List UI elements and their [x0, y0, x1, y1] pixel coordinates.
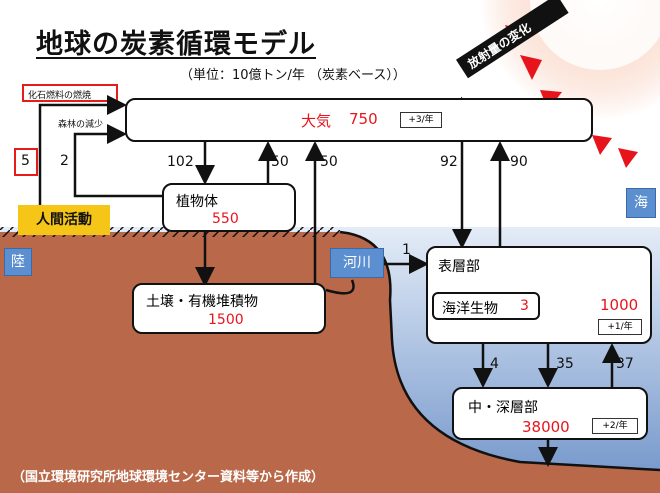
flow-deforest: 2 [60, 153, 69, 169]
source-note: （国立環境研究所地球環境センター資料等から作成） [12, 470, 325, 485]
marine-life-value: 3 [520, 298, 529, 314]
sea-tag: 海 [626, 188, 656, 218]
page-title: 地球の炭素循環モデル [36, 29, 316, 60]
deforest-flow-line [73, 124, 162, 198]
atmosphere-value: 750 [349, 110, 378, 128]
surface-ocean-value: 1000 [600, 296, 639, 314]
surface-ocean-delta: +1/年 [598, 319, 642, 335]
marine-life-box: 海洋生物 3 [432, 292, 540, 320]
marine-life-label: 海洋生物 [442, 301, 498, 317]
deep-ocean-delta: +2/年 [592, 418, 638, 434]
soil-value: 1500 [208, 312, 244, 328]
human-activity: 人間活動 [18, 205, 110, 235]
plants-value: 550 [212, 211, 239, 227]
flow-soil-to-atm: 50 [320, 154, 338, 170]
flow-ocean-to-atm: 90 [510, 154, 528, 170]
plants-label: 植物体 [176, 194, 218, 210]
deep-ocean-value: 38000 [522, 418, 570, 436]
deforestation-label: 森林の減少 [58, 120, 104, 130]
coastline [339, 230, 660, 472]
flow-surface-to-deep-b: 35 [556, 356, 574, 372]
surface-ocean-label: 表層部 [438, 259, 480, 275]
deep-ocean-box: 中・深層部 38000 +2/年 [452, 387, 648, 440]
deep-ocean-label: 中・深層部 [468, 400, 538, 416]
flow-plant-to-atm: 50 [271, 154, 289, 170]
land-surface-hatch [0, 227, 340, 237]
atmosphere-label: 大気 [301, 112, 332, 130]
soil-river-curve [325, 279, 355, 295]
fossil-flow-line [38, 95, 127, 205]
fossil-flow-highlight [14, 148, 38, 176]
atmosphere-delta: +3/年 [400, 112, 442, 128]
atmosphere-box: 大気 750 +3/年 [125, 98, 593, 142]
page-subtitle: （単位：10億トン/年 （炭素ベース）） [180, 68, 406, 83]
soil-box: 土壌・有機堆積物 1500 [132, 283, 326, 334]
fossil-fuel-label: 化石燃料の燃焼 [28, 91, 92, 101]
river-tag: 河川 [330, 248, 384, 278]
soil-label: 土壌・有機堆積物 [146, 294, 258, 310]
flow-fossil: 5 [21, 153, 30, 169]
flow-river: 1 [402, 242, 411, 258]
fossil-fuel-highlight [22, 84, 118, 102]
flow-surface-to-deep-a: 4 [490, 356, 499, 372]
flow-atm-to-ocean: 92 [440, 154, 458, 170]
flow-atm-to-plant: 102 [167, 154, 194, 170]
plants-box: 植物体 550 [162, 183, 296, 232]
flow-deep-to-surface: 37 [616, 356, 634, 372]
land-tag: 陸 [4, 248, 32, 276]
